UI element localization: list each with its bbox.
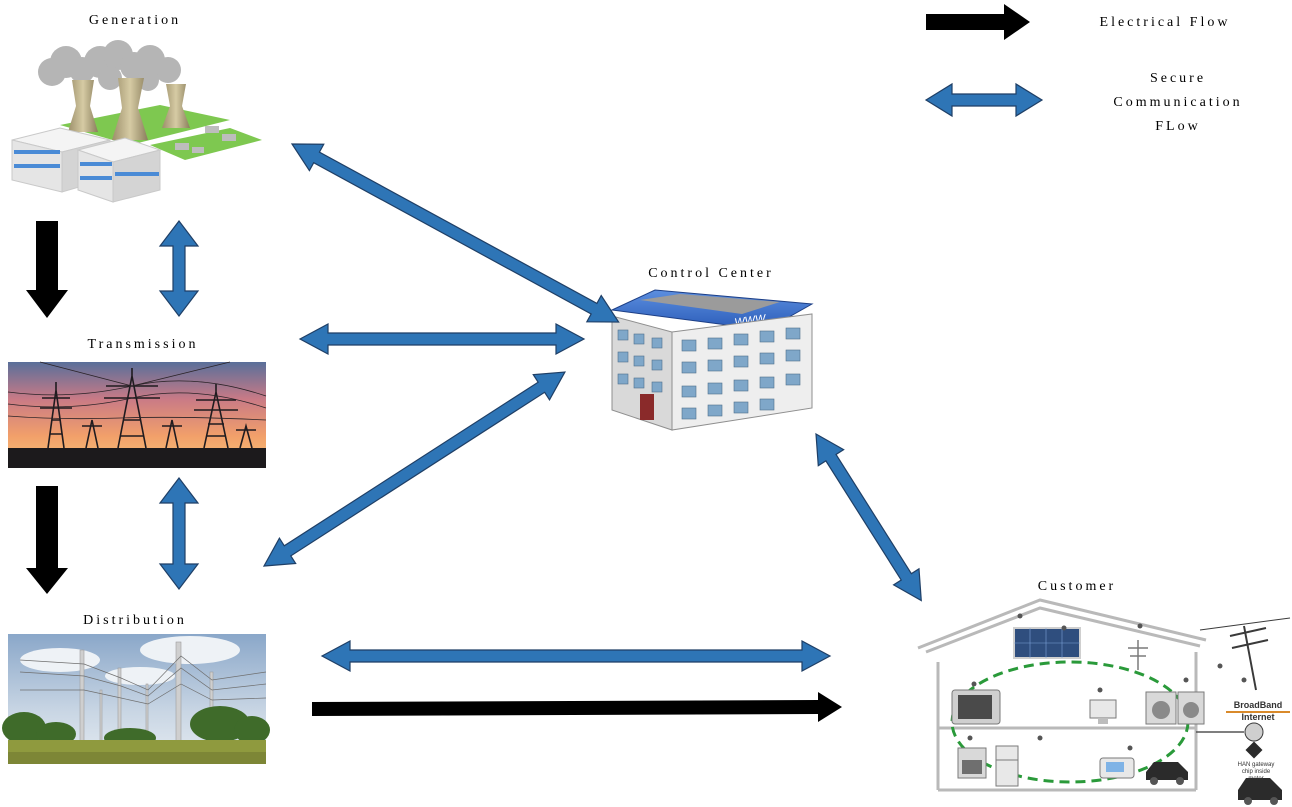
han-gateway-text-3: meter xyxy=(1248,776,1263,782)
thermostat-icon xyxy=(1099,757,1135,779)
legend-electrical-label: Electrical Flow xyxy=(1100,15,1231,30)
customer-image: BroadBand Internet HAN gateway chip insi… xyxy=(917,598,1291,805)
electrical-arrow-dist-to-customer xyxy=(312,692,842,722)
transmission-label: Transmission xyxy=(88,337,199,352)
han-gateway-text-2: chip inside xyxy=(1242,769,1271,775)
washer-icon xyxy=(1145,691,1205,725)
car-icon xyxy=(1146,762,1282,805)
legend-secure-label-line2: Communication xyxy=(1113,95,1242,110)
utility-pole-icon xyxy=(1199,617,1291,691)
control-center-label: Control Center xyxy=(648,266,774,281)
internet-text: Internet xyxy=(1241,712,1274,722)
generation-label: Generation xyxy=(89,13,181,28)
customer-label: Customer xyxy=(1038,579,1116,594)
han-gateway-text-1: HAN gateway xyxy=(1238,762,1275,768)
secure-arrow-dist-customer xyxy=(320,639,832,673)
generation-image xyxy=(8,40,266,206)
han-gateway-icon xyxy=(1244,722,1264,759)
distribution-label: Distribution xyxy=(83,613,187,628)
control-center-image: WWW WWW xyxy=(610,289,814,431)
stove-icon xyxy=(957,747,987,779)
secure-arrow-trans-dist xyxy=(158,477,200,590)
secure-arrow-dist-control xyxy=(262,371,566,567)
legend-electrical-arrow xyxy=(926,4,1030,40)
tv-icon xyxy=(951,689,1001,725)
secure-arrow-gen-trans xyxy=(158,220,200,317)
secure-arrow-trans-control xyxy=(298,322,586,356)
legend-secure-label-line1: Secure xyxy=(1150,71,1206,86)
legend: Electrical Flow Secure Communication FLo… xyxy=(924,4,1242,134)
computer-icon xyxy=(1089,699,1117,724)
transmission-image xyxy=(7,361,267,468)
solar-panel-icon xyxy=(1013,627,1081,659)
broadband-text: BroadBand xyxy=(1234,700,1283,710)
legend-secure-label-line3: FLow xyxy=(1155,119,1200,134)
distribution-image xyxy=(2,634,270,764)
electrical-arrow-gen-to-trans xyxy=(26,221,68,318)
secure-arrow-gen-control xyxy=(290,143,620,323)
secure-arrow-control-customer xyxy=(815,432,922,602)
fridge-icon xyxy=(995,745,1019,787)
legend-secure-arrow xyxy=(924,82,1044,118)
electrical-arrow-trans-to-dist xyxy=(26,486,68,594)
